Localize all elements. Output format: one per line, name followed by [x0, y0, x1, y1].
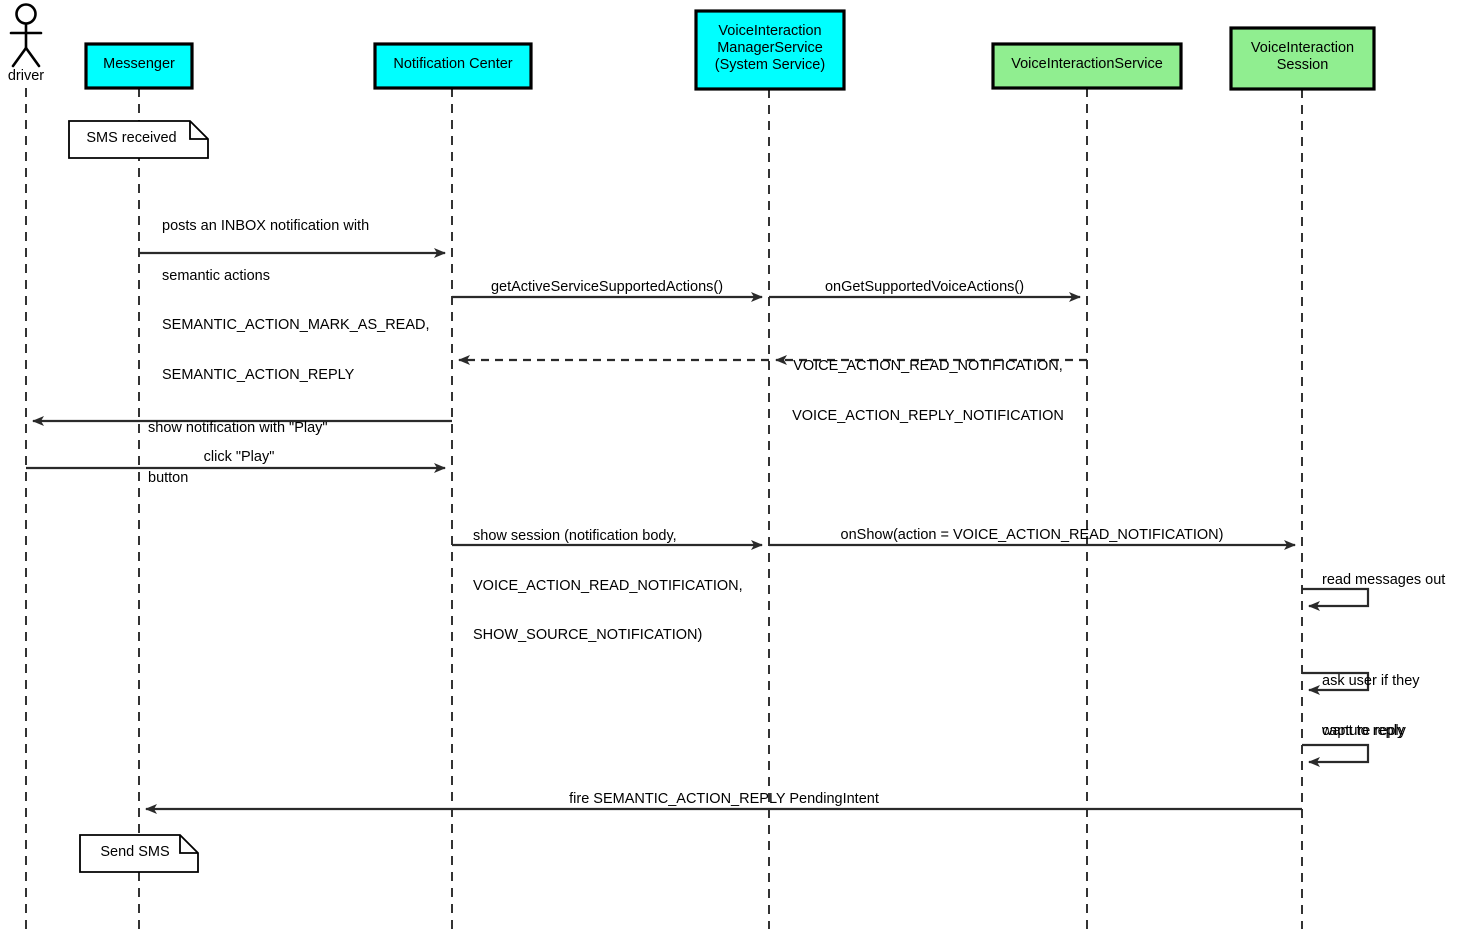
note-fold-sms-received	[189, 121, 208, 140]
message-label-line-2: VOICE_ACTION_READ_NOTIFICATION,	[473, 577, 743, 594]
message-label-line-2: button	[148, 469, 189, 486]
message-label-click-play: click "Play"	[203, 449, 275, 465]
note-fold-send-sms	[179, 835, 198, 854]
note-text-send-sms: Send SMS	[100, 844, 170, 860]
message-label-line-1: VOICE_ACTION_READ_NOTIFICATION,	[793, 358, 1063, 374]
participant-boxes-group	[84, 9, 1376, 91]
notes-group	[68, 120, 209, 873]
lifelines-group	[25, 88, 1303, 929]
message-label-line-2: VOICE_ACTION_REPLY_NOTIFICATION	[792, 407, 1064, 424]
self-messages-group	[1302, 587, 1370, 767]
messages-group	[26, 248, 1302, 814]
message-label-line-2: semantic actions	[162, 267, 270, 284]
message-label-get-active-service-supported-actions: getActiveServiceSupportedActions()	[490, 279, 724, 295]
note-shape-sms-received	[68, 120, 209, 159]
message-label-line-1: posts an INBOX notification with	[162, 218, 370, 234]
note-shape-send-sms	[79, 834, 199, 873]
message-label-line-1: show notification with "Play"	[148, 420, 328, 436]
self-message-ask-user-reply[interactable]	[1302, 671, 1370, 695]
message-label-return-voice-actions: VOICE_ACTION_READ_NOTIFICATION, VOICE_AC…	[769, 325, 1087, 457]
self-message-label-line-2: want to reply	[1322, 722, 1405, 739]
message-label-line-1: show session (notification body,	[473, 528, 677, 544]
self-message-label-read-messages-out: read messages out	[1322, 572, 1446, 588]
actor-driver-label: driver	[7, 68, 45, 84]
message-label-on-show: onShow(action = VOICE_ACTION_READ_NOTIFI…	[840, 527, 1224, 543]
participant-box-messenger[interactable]	[84, 42, 194, 90]
participant-box-notification-center[interactable]	[373, 42, 533, 90]
actor-driver-figure	[9, 3, 43, 68]
self-message-label-line-1: ask user if they	[1322, 673, 1420, 689]
message-label-post-notification: posts an INBOX notification with semanti…	[162, 185, 430, 416]
message-label-line-3: SHOW_SOURCE_NOTIFICATION)	[473, 627, 703, 643]
message-label-line-4: SEMANTIC_ACTION_REPLY	[162, 366, 355, 383]
message-label-line-3: SEMANTIC_ACTION_MARK_AS_READ,	[162, 317, 430, 333]
message-label-show-session: show session (notification body, VOICE_A…	[473, 495, 743, 677]
message-label-show-notification: show notification with "Play" button	[148, 387, 328, 519]
message-label-on-get-supported-voice-actions: onGetSupportedVoiceActions()	[824, 279, 1025, 295]
self-message-capture-reply[interactable]	[1302, 743, 1370, 767]
participant-box-voice-interaction-session[interactable]	[1229, 26, 1376, 91]
message-label-fire-pending-intent: fire SEMANTIC_ACTION_REPLY PendingIntent	[569, 791, 879, 807]
note-text-sms-received: SMS received	[86, 130, 177, 146]
self-message-read-messages-out[interactable]	[1302, 587, 1370, 611]
participant-box-voice-interaction-service[interactable]	[991, 42, 1183, 90]
self-message-label-capture-reply: capture reply	[1322, 723, 1406, 739]
participant-box-voice-interaction-manager-service[interactable]	[694, 9, 846, 91]
self-message-label-ask-user-reply: ask user if they want to reply	[1322, 640, 1420, 772]
